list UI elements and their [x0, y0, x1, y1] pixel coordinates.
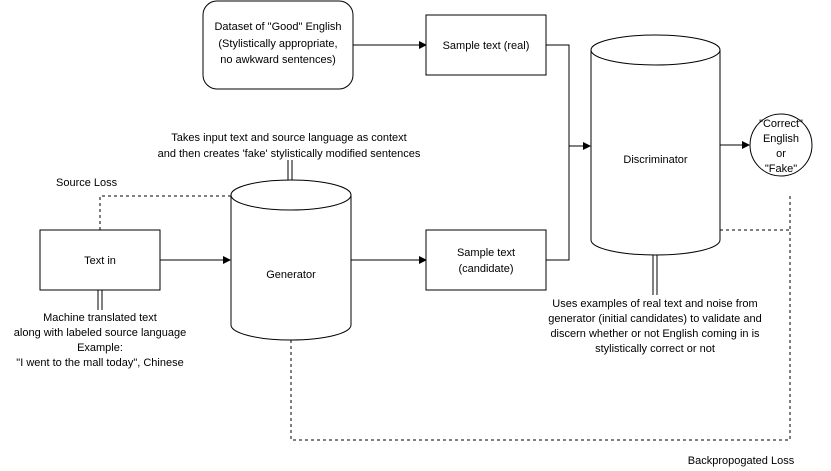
dataset-label-1: Dataset of "Good" English	[214, 21, 341, 33]
generator-cylinder: Generator	[230, 179, 352, 341]
sample-candidate-label-1: Sample text	[457, 247, 515, 259]
edge-real-to-discriminator	[546, 44, 583, 147]
arrowhead-into-discriminator	[583, 142, 591, 150]
discriminator-note-line-2: generator (initial candidates) to valida…	[548, 313, 761, 325]
source-loss-path	[99, 195, 231, 230]
arrowhead-textin-to-generator	[223, 256, 231, 264]
text-in-note-line-3: Example:	[77, 342, 123, 354]
discriminator-note-line-1: Uses examples of real text and noise fro…	[552, 298, 757, 310]
text-in-note-line-1: Machine translated text	[43, 312, 157, 324]
text-in-box: Text in	[39, 229, 161, 291]
backprop-loss-label: Backpropogated Loss	[688, 455, 795, 467]
discriminator-cylinder: Discriminator	[590, 34, 721, 256]
backprop-loss-path	[290, 196, 791, 441]
generator-note-line-1: Takes input text and source language as …	[171, 132, 406, 144]
sample-real-box: Sample text (real)	[425, 14, 547, 76]
sample-candidate-label-2: (candidate)	[458, 263, 513, 275]
dataset-label-2: (Stylistically appropriate,	[218, 38, 337, 50]
arrowhead-generator-to-candidate	[419, 256, 427, 264]
output-label-1: "Correct"	[759, 118, 803, 130]
text-in-label: Text in	[84, 255, 116, 267]
output-circle: "Correct" English or "Fake"	[749, 113, 813, 177]
generator-note-connector	[287, 160, 293, 180]
edge-candidate-to-discriminator	[546, 146, 570, 261]
generator-label: Generator	[266, 269, 316, 281]
output-label-4: "Fake"	[765, 163, 797, 175]
discriminator-note-connector	[652, 255, 658, 295]
sample-candidate-box: Sample text (candidate)	[425, 229, 547, 291]
generator-note-line-2: and then creates 'fake' stylistically mo…	[158, 148, 421, 160]
output-label-2: English	[763, 133, 799, 145]
output-label-3: or	[776, 148, 786, 160]
arrowhead-dataset-to-real	[419, 41, 427, 49]
text-in-note-line-4: "I went to the mall today", Chinese	[16, 357, 183, 369]
discriminator-note-line-4: stylistically correct or not	[595, 343, 715, 355]
discriminator-note-line-3: discern whether or not English coming in…	[550, 328, 760, 340]
sample-real-label: Sample text (real)	[443, 40, 530, 52]
dataset-box: Dataset of "Good" English (Stylistically…	[202, 0, 354, 90]
source-loss-label: Source Loss	[56, 177, 118, 189]
dataset-label-3: no awkward sentences)	[220, 54, 336, 66]
discriminator-label: Discriminator	[623, 154, 688, 166]
arrowhead-discriminator-to-output	[742, 141, 750, 149]
text-in-note-connector	[97, 290, 103, 310]
text-in-note-line-2: along with labeled source language	[14, 327, 186, 339]
